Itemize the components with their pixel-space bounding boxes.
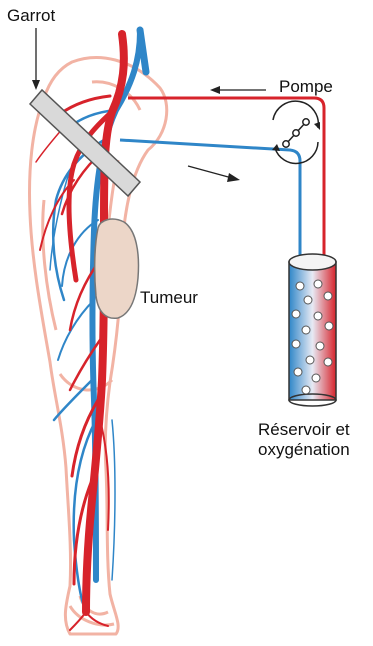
reservoir-icon: [289, 254, 336, 406]
label-pompe: Pompe: [279, 77, 333, 97]
venous-tube: [120, 140, 300, 262]
flow-arrow-venous-icon: [188, 166, 240, 182]
tourniquet: [30, 90, 140, 196]
label-reservoir: Réservoir et oxygénation: [258, 420, 350, 461]
label-reservoir-line1: Réservoir et: [258, 420, 350, 440]
label-reservoir-line2: oxygénation: [258, 440, 350, 460]
arteries: [36, 34, 124, 630]
pump-icon: [272, 101, 320, 163]
label-tumeur: Tumeur: [140, 288, 198, 308]
arterial-tube: [128, 98, 324, 262]
garrot-pointer-arrow: [32, 28, 40, 90]
tumor: [95, 219, 139, 318]
label-garrot: Garrot: [7, 6, 55, 26]
flow-arrow-icon: [210, 86, 266, 94]
